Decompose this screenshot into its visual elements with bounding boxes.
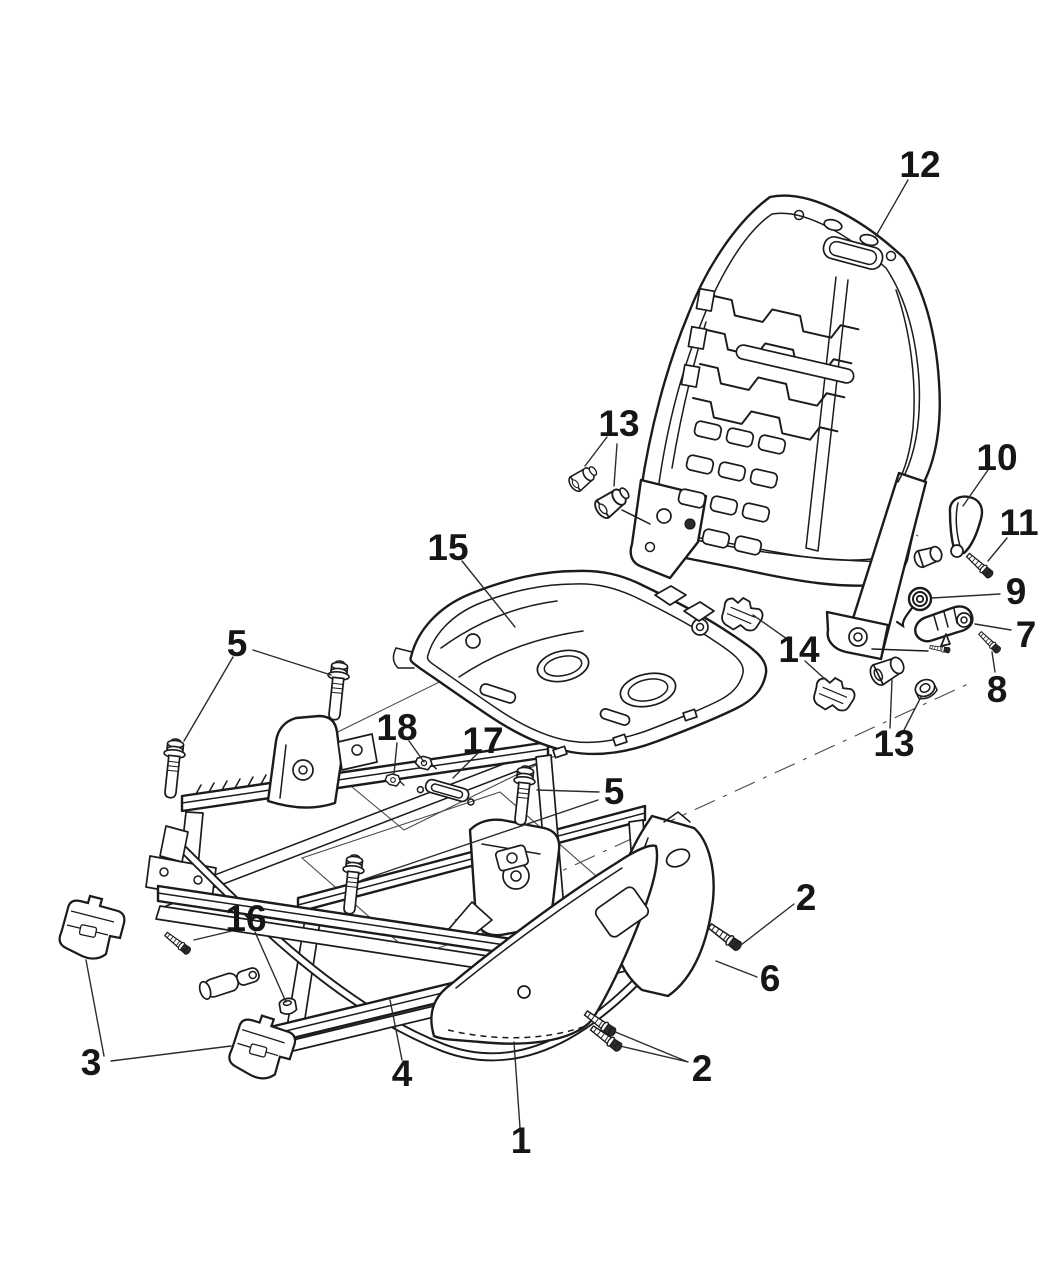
recliner-spring [895, 586, 933, 629]
pan-bracket-17 [416, 778, 475, 806]
seat-back-guide-lower [810, 673, 859, 717]
front-shield-1 [430, 844, 659, 1045]
seat-cushion-pan [392, 569, 768, 759]
adjuster-motor [198, 967, 260, 1000]
callout-12[interactable]: 12 [899, 144, 940, 185]
callout-2-upper[interactable]: 2 [796, 877, 817, 918]
callout-13-back[interactable]: 13 [598, 403, 639, 444]
callout-3[interactable]: 3 [81, 1042, 102, 1083]
track-end-cap-front [58, 894, 126, 960]
callout-7[interactable]: 7 [1016, 614, 1037, 655]
motor-screw-16 [162, 929, 298, 1015]
callout-15[interactable]: 15 [427, 527, 468, 568]
seat-back-guide-upper [718, 593, 767, 637]
callout-16[interactable]: 16 [225, 898, 266, 939]
tiny-set-screw [871, 643, 951, 654]
handle-screw-11 [964, 550, 996, 581]
callout-9[interactable]: 9 [1006, 571, 1027, 612]
callout-1[interactable]: 1 [511, 1120, 532, 1161]
callout-17[interactable]: 17 [462, 720, 503, 761]
recliner-handle-lever [914, 605, 974, 647]
handle-screw-8 [976, 629, 1003, 655]
callout-4[interactable]: 4 [392, 1053, 413, 1094]
recliner-pivot-bolts [565, 461, 651, 525]
callout-14[interactable]: 14 [778, 629, 820, 670]
callout-5-right[interactable]: 5 [604, 771, 625, 812]
seat-back-release-handle [913, 495, 984, 569]
callout-6[interactable]: 6 [760, 958, 781, 999]
callout-8[interactable]: 8 [987, 669, 1008, 710]
callout-5-left[interactable]: 5 [227, 623, 248, 664]
leader-lines [85, 179, 1012, 1129]
callout-11[interactable]: 11 [999, 502, 1038, 543]
callout-13-pivot[interactable]: 13 [873, 723, 914, 764]
pivot-knob-parts [869, 656, 938, 700]
callout-2-lower[interactable]: 2 [692, 1048, 713, 1089]
callouts: 12 13 10 11 15 9 7 14 8 5 13 18 17 5 2 6… [81, 144, 1039, 1161]
callout-10[interactable]: 10 [976, 437, 1017, 478]
callout-18[interactable]: 18 [376, 707, 417, 748]
seat-back-frame [629, 194, 941, 661]
